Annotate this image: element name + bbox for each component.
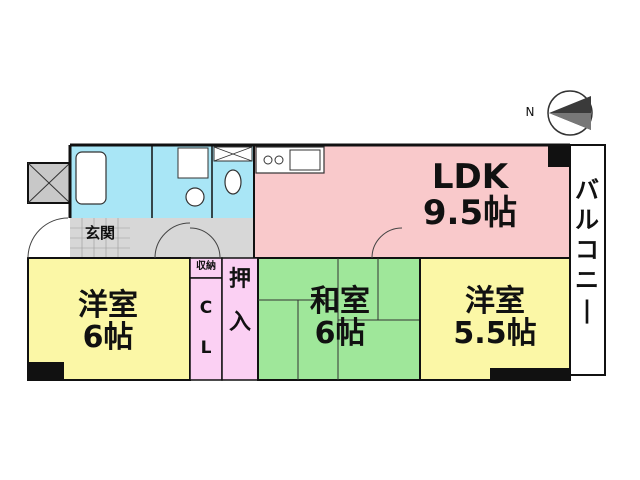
- western-room-left: [27, 257, 191, 381]
- balcony-char: ニ: [575, 266, 599, 294]
- ldk-label: LDK 9.5帖: [400, 157, 540, 233]
- bathtub: [75, 151, 107, 205]
- ldk-size: 9.5帖: [422, 192, 518, 233]
- western-right-size: 5.5帖: [453, 315, 537, 351]
- oshiire-closet: [221, 257, 259, 381]
- compass-north-label: N: [522, 106, 538, 119]
- oshiire-bottom: 入: [228, 310, 251, 336]
- entrance-tiles: [70, 218, 130, 258]
- western-room-right: [419, 257, 571, 381]
- balcony-char: |: [582, 296, 592, 324]
- ldk-name: LDK: [431, 157, 509, 197]
- oshiire-label: 押 入: [222, 268, 258, 334]
- toilet-bowl: [224, 169, 242, 195]
- storage-label: 収納: [190, 261, 222, 273]
- compass: [547, 90, 593, 136]
- north-label: N: [525, 105, 535, 119]
- closet-cl: [189, 277, 223, 381]
- entrance-name: 玄関: [84, 224, 115, 242]
- balcony-char: ル: [575, 206, 599, 234]
- japanese-label: 和室 6帖: [280, 286, 400, 349]
- western-left-size: 6帖: [82, 319, 134, 355]
- entrance-label: 玄関: [72, 224, 128, 242]
- western-left-label: 洋室 6帖: [48, 290, 168, 353]
- balcony-label: バルコニ|: [572, 175, 602, 325]
- storage-name: 収納: [196, 261, 216, 272]
- closet-cl-label: C L: [190, 298, 222, 358]
- western-right-name: 洋室: [465, 284, 525, 319]
- balcony-char: コ: [575, 236, 599, 264]
- japanese-name: 和室: [310, 284, 370, 319]
- closet-c: C: [199, 298, 213, 318]
- tatami-lines: [258, 258, 420, 380]
- washbasin: [185, 187, 205, 207]
- balcony-char: バ: [575, 176, 599, 204]
- japanese-size: 6帖: [314, 315, 366, 351]
- western-left-name: 洋室: [78, 288, 138, 323]
- oshiire-top: 押: [228, 267, 251, 292]
- washing-machine-area: [177, 147, 209, 179]
- western-right-label: 洋室 5.5帖: [435, 286, 555, 349]
- closet-l: L: [200, 337, 212, 358]
